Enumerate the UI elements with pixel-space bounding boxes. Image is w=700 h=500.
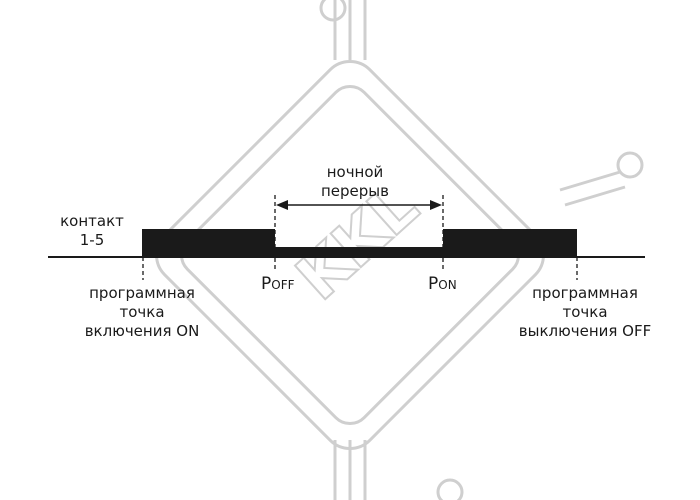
on-segment-2 (443, 229, 577, 257)
watermark-frame-outer (155, 60, 545, 450)
on-point-label-line3: включения ON (84, 322, 200, 340)
arrow-head-right (430, 200, 442, 210)
p-off-sub: OFF (271, 278, 295, 292)
p-off-main: P (261, 274, 272, 294)
off-point-label-line3: выключения OFF (518, 322, 652, 340)
off-segment-low (275, 247, 443, 257)
off-point-label-line1: программная (532, 284, 638, 302)
watermark-line (564, 185, 626, 207)
on-point-label-line1: программная (89, 284, 195, 302)
on-segment-1 (142, 229, 275, 257)
night-break-label: ночной перерыв (290, 163, 420, 201)
watermark-circle (319, 0, 347, 22)
on-point-label: программная точка включения ON (52, 284, 232, 341)
p-off-label: POFF (261, 275, 295, 295)
watermark-circle (436, 478, 464, 500)
night-break-label-line2: перерыв (321, 182, 389, 200)
p-on-sub: ON (438, 278, 457, 292)
contact-label-line1: контакт (60, 212, 124, 230)
watermark (155, 0, 644, 500)
off-point-label-line2: точка (562, 303, 608, 321)
on-point-label-line2: точка (119, 303, 165, 321)
night-break-arrow (276, 200, 442, 210)
watermark-circle (616, 151, 644, 179)
watermark-frame-inner (180, 85, 520, 425)
night-break-label-line1: ночной (326, 163, 384, 181)
arrow-head-left (276, 200, 288, 210)
p-on-label: PON (428, 275, 457, 295)
watermark-line (559, 170, 621, 192)
off-point-label: программная точка выключения OFF (495, 284, 675, 341)
contact-label: контакт 1-5 (52, 212, 132, 250)
p-on-main: P (428, 274, 439, 294)
dashed-markers (142, 195, 578, 280)
contact-label-line2: 1-5 (79, 231, 105, 249)
